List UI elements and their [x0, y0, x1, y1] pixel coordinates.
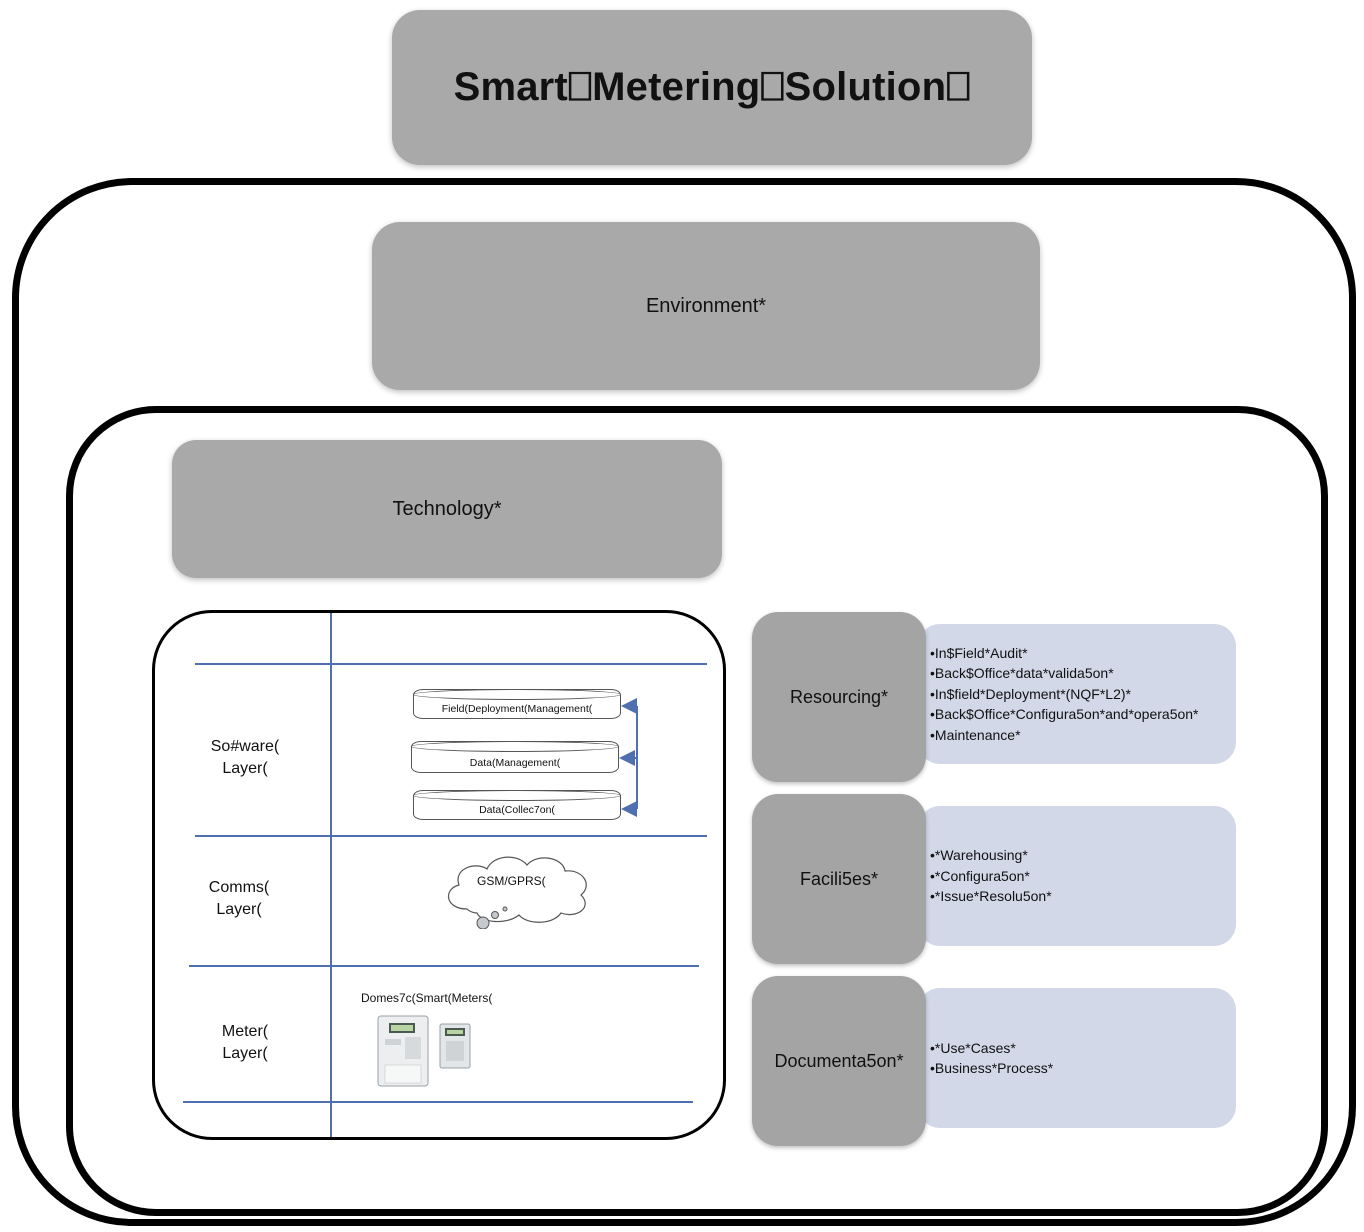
technology-box: Technology*: [172, 440, 722, 578]
component-arrows: [619, 698, 638, 817]
component-data-management-label: Data(Management(: [469, 757, 561, 769]
meters-label: Domes7c(Smart(Meters(: [361, 991, 493, 1005]
software-layer-label: So#ware( Layer(: [175, 736, 315, 780]
software-layer-line2: Layer(: [222, 760, 268, 777]
resourcing-label: Resourcing*: [789, 686, 889, 707]
layer-divider-bottom: [183, 1101, 693, 1103]
documentation-box: Documenta5on*: [752, 976, 926, 1146]
software-layer-line1: So#ware(: [210, 738, 280, 755]
resourcing-item: •Back$Office*Configura5on*and*opera5on*: [930, 706, 1199, 723]
comms-layer-line1: Comms(: [208, 879, 270, 896]
meter-layer-label: Meter( Layer(: [175, 1021, 315, 1065]
meter-layer-line2: Layer(: [222, 1045, 268, 1062]
documentation-item: •*Use*Cases*: [930, 1039, 1016, 1056]
resourcing-panel: •In$Field*Audit* •Back$Office*data*valid…: [918, 624, 1236, 764]
layers-frame: So#ware( Layer( Comms( Layer( Meter( Lay…: [152, 610, 726, 1140]
cloud-icon: [448, 856, 587, 929]
resourcing-item: •Maintenance*: [930, 726, 1021, 743]
component-data-management: Data(Management(: [411, 741, 619, 773]
environment-box: Environment*: [372, 222, 1040, 390]
facilities-panel: •*Warehousing* •*Configura5on* •*Issue*R…: [918, 806, 1236, 946]
inner-frame: [66, 406, 1328, 1216]
meter-layer-line1: Meter(: [221, 1023, 269, 1040]
documentation-panel: •*Use*Cases* •Business*Process*: [918, 988, 1236, 1128]
resourcing-box: Resourcing*: [752, 612, 926, 782]
layer-divider-top: [195, 663, 707, 665]
environment-label: Environment*: [645, 294, 767, 317]
comms-cloud-label: GSM/GPRS(: [477, 874, 546, 888]
technology-label: Technology*: [392, 497, 502, 520]
comms-layer-line2: Layer(: [216, 901, 262, 918]
layer-divider-comms-meter: [189, 965, 699, 967]
title-box: Smart⎕Metering⎕Solution⎕: [392, 10, 1032, 165]
smart-meter-small-icon: [439, 1023, 471, 1069]
resourcing-item: •Back$Office*data*valida5on*: [930, 665, 1114, 682]
documentation-item: •Business*Process*: [930, 1060, 1054, 1076]
facilities-item: •*Issue*Resolu5on*: [930, 888, 1052, 905]
diagram-title: Smart⎕Metering⎕Solution⎕: [453, 65, 971, 109]
facilities-label: Facili5es*: [799, 868, 879, 889]
resourcing-item: •In$field*Deployment*(NQF*L2)*: [930, 685, 1131, 702]
smart-meter-icon: [377, 1015, 429, 1087]
comms-layer-label: Comms( Layer(: [169, 877, 309, 921]
outer-frame: [12, 178, 1356, 1226]
documentation-label: Documenta5on*: [774, 1050, 904, 1071]
component-field-deployment-management: Field(Deployment(Management(: [413, 689, 621, 719]
layer-divider-vertical: [330, 613, 332, 1137]
layer-divider-software-comms: [195, 835, 707, 837]
component-field-deployment-label: Field(Deployment(Management(: [441, 703, 593, 715]
facilities-item: •*Warehousing*: [930, 847, 1028, 864]
facilities-box: Facili5es*: [752, 794, 926, 964]
resourcing-item: •In$Field*Audit*: [930, 644, 1028, 661]
component-data-collection: Data(Collec7on(: [413, 790, 621, 820]
component-data-collection-label: Data(Collec7on(: [479, 804, 555, 816]
facilities-item: •*Configura5on*: [930, 867, 1030, 884]
